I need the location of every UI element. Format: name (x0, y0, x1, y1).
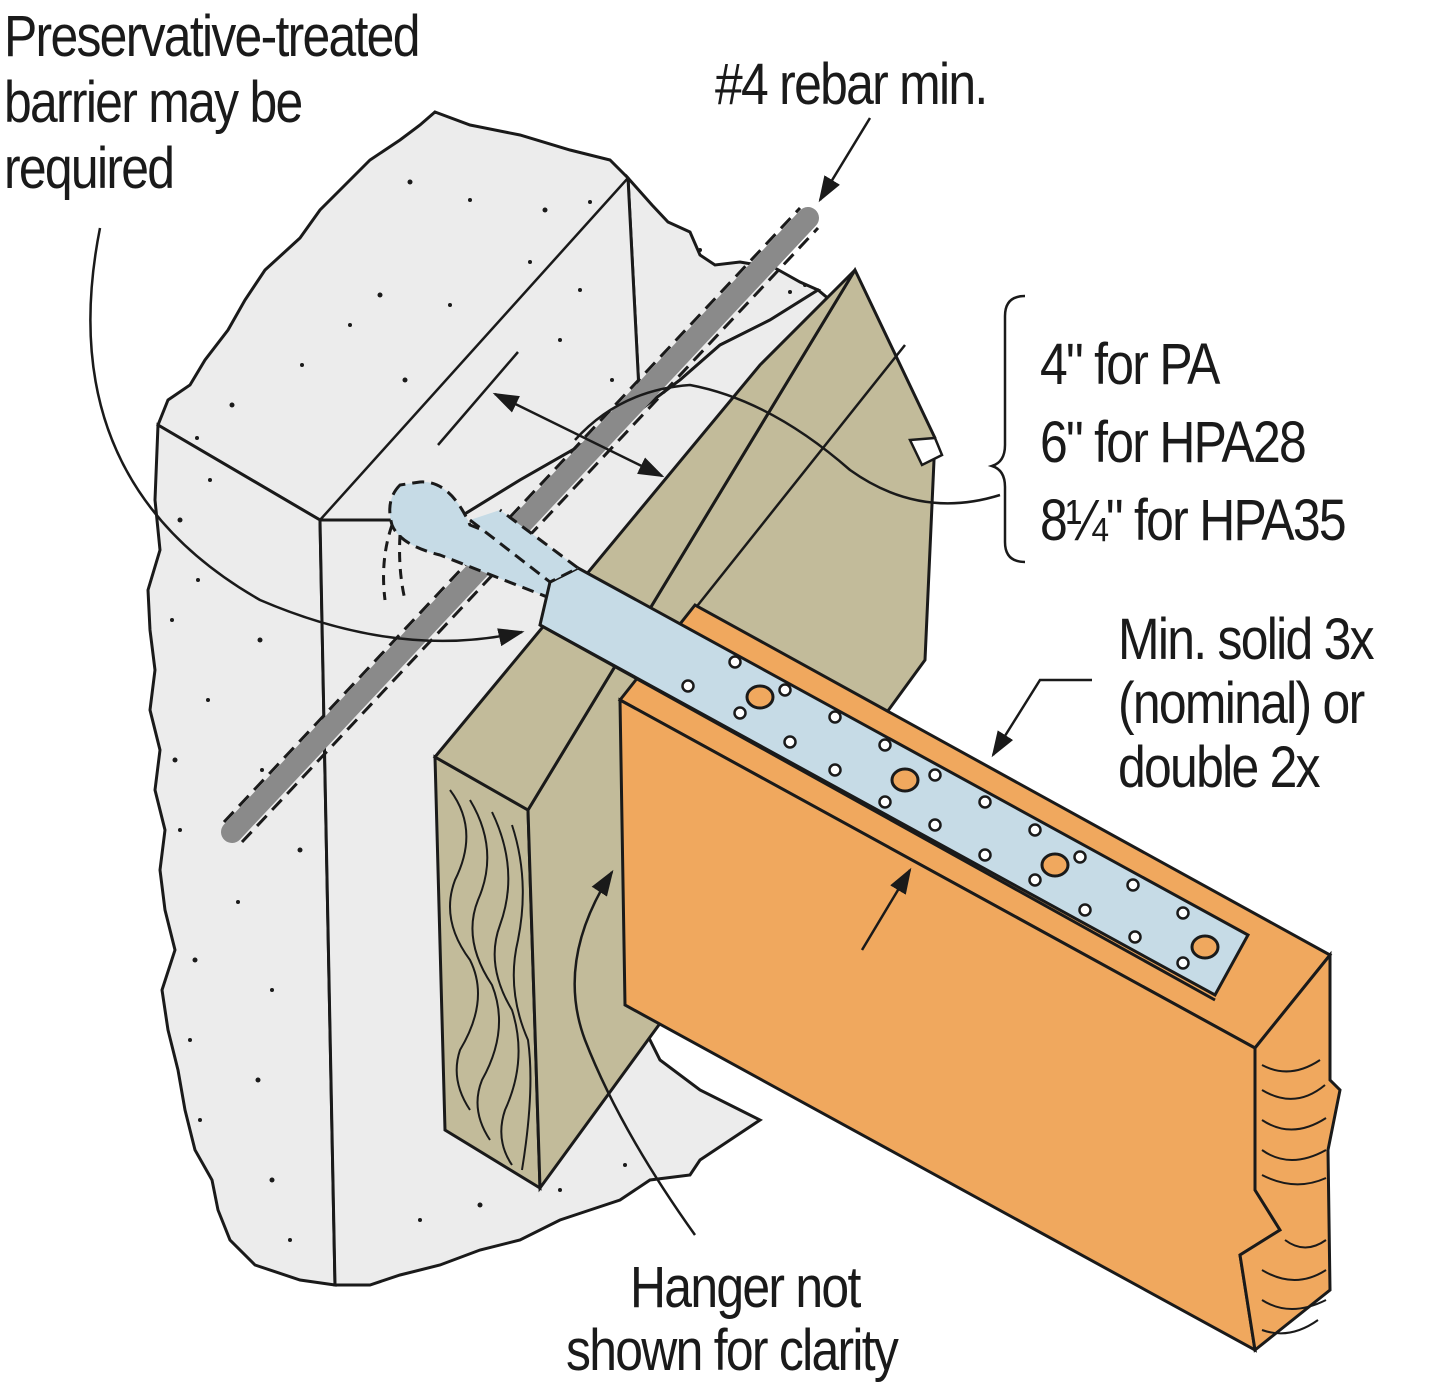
embed-extension-line-a (437, 351, 519, 446)
strap-hook-tail (382, 524, 407, 601)
callouts (89, 117, 1092, 1236)
strap-large-holes (745, 684, 1220, 960)
hanger-label-2: shown for clarity (566, 1318, 899, 1384)
joist-size-line-2: (nominal) or (1118, 671, 1365, 736)
ledger-wood-grain (449, 789, 532, 1171)
barrier-label-line-3: required (4, 136, 175, 201)
joist-size-label: Min. solid 3x (nominal) or double 2x (1118, 607, 1375, 800)
concrete-front-face (146, 422, 337, 1287)
hanger-label-line-2: shown for clarity (566, 1318, 899, 1383)
joist-depth-arrow (860, 867, 912, 951)
barrier-label-line-1: Preservative-treated (4, 4, 420, 69)
concrete-edge-line (319, 177, 629, 521)
ledger-end-face (433, 754, 542, 1191)
concrete-corner-line (318, 519, 337, 1286)
embed-length-label: 4" for PA 6" for HPA28 8¼" for HPA35 (1040, 326, 1347, 560)
joist-end-face (1238, 950, 1342, 1353)
barrier-label-line-2: barrier may be (4, 70, 303, 135)
rebar-label: #4 rebar min. (715, 52, 988, 118)
hanger-leader (573, 869, 697, 1236)
embed-length-hpa35: 8¼" for HPA35 (1040, 488, 1347, 553)
concrete-speckles (170, 179, 807, 1242)
hanger-label-line-1: Hanger not (630, 1255, 861, 1320)
embed-bracket (987, 294, 1026, 564)
strap-nail-holes (681, 655, 1190, 970)
rebar-label-text: #4 rebar min. (715, 52, 988, 117)
rebar-leader (818, 117, 872, 203)
strap-hook-shape (388, 480, 572, 602)
joist-size-line-1: Min. solid 3x (1118, 607, 1375, 672)
embed-leader (574, 383, 1001, 505)
embedded-strap-hook (382, 480, 572, 602)
hanger-label: Hanger not (630, 1255, 861, 1321)
ledger-rear-notch (908, 436, 944, 467)
rebar-outline-a (222, 206, 802, 824)
barrier-leader (89, 227, 525, 647)
strap-edge (539, 623, 1216, 1002)
strap-tie (469, 508, 1251, 1002)
joist-end-grain (1261, 1059, 1327, 1335)
ledger-mid-line (689, 344, 906, 616)
joist-size-line-3: double 2x (1118, 735, 1321, 800)
barrier-label: Preservative-treated barrier may be requ… (4, 4, 420, 202)
embed-length-pa: 4" for PA (1040, 332, 1220, 397)
joist-leader (991, 678, 1092, 758)
strap-through-ledger (469, 508, 581, 584)
embed-length-hpa28: 6" for HPA28 (1040, 410, 1307, 475)
